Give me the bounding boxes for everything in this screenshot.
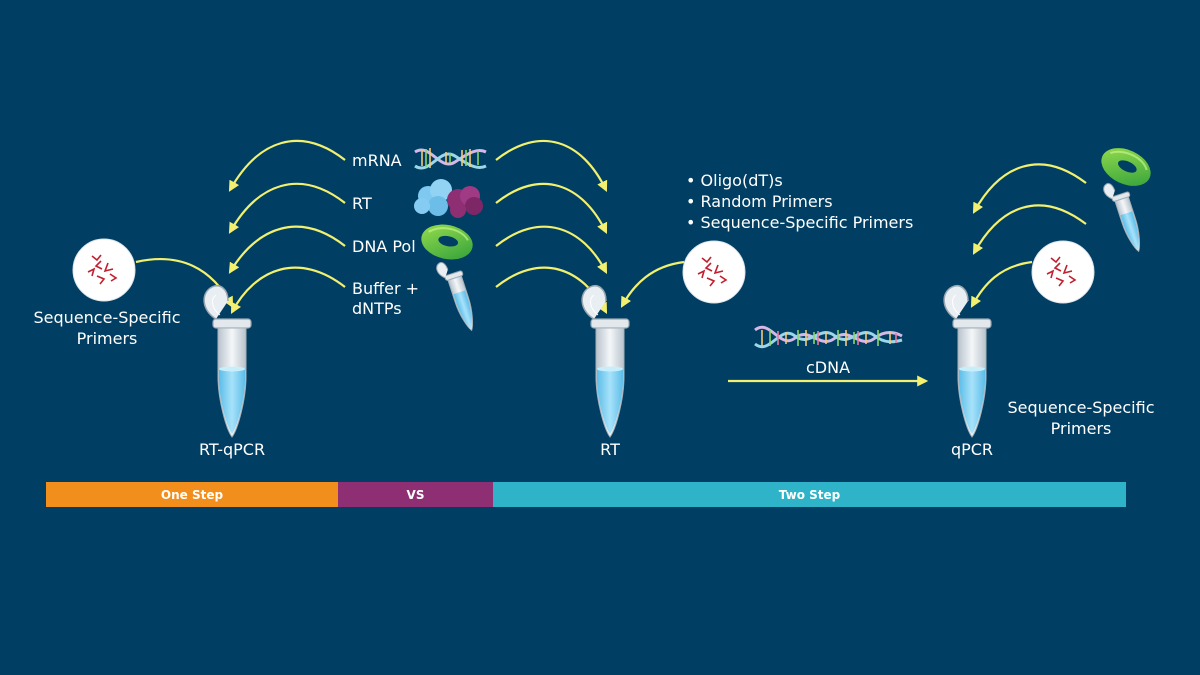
two-step-bar: Two Step (493, 482, 1126, 507)
one-step-primers-label-line1: Sequence-Specific (33, 308, 181, 327)
buffer-tube-icon (434, 256, 481, 336)
qpcr-tube-icon (943, 285, 992, 438)
cdna-helix-icon (754, 326, 903, 348)
cdna-label: cDNA (805, 358, 851, 377)
mrna-label: mRNA (352, 151, 402, 170)
one-step-bar: One Step (46, 482, 338, 507)
mrna-strand-icon (414, 148, 487, 170)
one-step-primers-label-line2: Primers (76, 329, 138, 348)
rt-qpcr-tube-icon (203, 285, 252, 438)
vs-bar: VS (338, 482, 493, 507)
one-step-arrows (135, 139, 346, 314)
rt-primer-options-list: • Oligo(dT)s • Random Primers • Sequence… (686, 170, 913, 233)
dntps-label: dNTPs (352, 299, 402, 318)
buffer-label: Buffer + (352, 279, 420, 298)
primer-circle-icon (1031, 240, 1095, 304)
rt-enzyme-icon (414, 179, 483, 218)
rt-tube-label: RT (600, 440, 620, 459)
dna-pol-icon (417, 218, 477, 266)
primer-circle-icon (682, 240, 746, 304)
two-step-qpcr-arrows (970, 163, 1087, 308)
qpcr-primers-label-line2: Primers (1050, 419, 1112, 438)
qpcr-buffer-tube-icon (1101, 177, 1148, 257)
qpcr-primers-label-line1: Sequence-Specific (1007, 398, 1155, 417)
rt-enzyme-label: RT (352, 194, 372, 213)
rt-tube-icon (581, 285, 630, 438)
dna-pol-label: DNA Pol (352, 237, 416, 256)
qpcr-tube-label: qPCR (950, 440, 994, 459)
rt-primer-option: • Random Primers (686, 192, 833, 211)
rt-primer-option: • Oligo(dT)s (686, 171, 783, 190)
rt-primer-option: • Sequence-Specific Primers (686, 213, 914, 232)
rt-qpcr-tube-label: RT-qPCR (198, 440, 266, 459)
primer-circle-icon (72, 238, 136, 302)
